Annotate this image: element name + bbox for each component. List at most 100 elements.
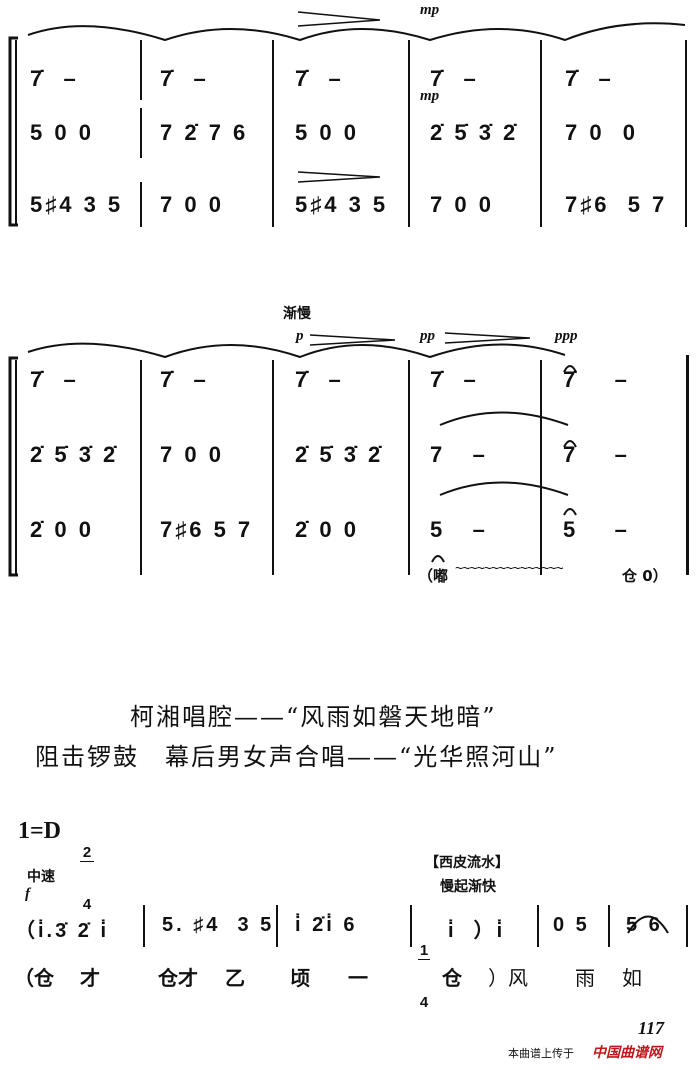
lyric: 仓才 xyxy=(158,966,198,990)
dynamic-mark: pp xyxy=(420,328,435,344)
trill-line: ~~~~~~~~~~~~~~~ xyxy=(455,560,564,576)
barline xyxy=(140,108,142,158)
measure: 7 0 0 xyxy=(565,120,639,145)
time-signature: 2 4 xyxy=(80,810,94,947)
barline xyxy=(410,905,412,947)
section-title: 柯湘唱腔——“风雨如磐天地暗” xyxy=(130,703,497,731)
system-bracket xyxy=(8,36,18,227)
measure: （i̇.3̇ 2̇ i̇ xyxy=(15,920,110,942)
final-barline xyxy=(686,355,689,575)
decrescendo-hairpin xyxy=(444,332,531,344)
barline xyxy=(15,40,17,225)
lyric: 才 xyxy=(80,966,100,990)
measure: 7̇ – xyxy=(30,367,79,392)
decrescendo-hairpin xyxy=(297,11,381,27)
time-bottom: 4 xyxy=(82,896,92,913)
lyric: 一 xyxy=(348,966,368,990)
system-bracket xyxy=(8,356,18,577)
barline xyxy=(272,40,274,227)
measure: 7̇ – xyxy=(160,367,209,392)
fermata-icon xyxy=(431,555,445,563)
measure: 2̇ 5̇ 3̇ 2̇ xyxy=(30,442,119,467)
measure: 2̇ 5̇ 3̇ 2̇ xyxy=(430,120,519,145)
lyric: 雨 xyxy=(575,966,595,990)
lyric: 仓 xyxy=(442,966,462,990)
measure: 7̇ – xyxy=(430,367,479,392)
measure: 7 – xyxy=(430,442,488,467)
tie-arc xyxy=(439,411,569,426)
decrescendo-hairpin xyxy=(297,171,381,183)
barline xyxy=(537,905,539,947)
measure: 7 0 0 xyxy=(160,442,224,467)
lyric: ）风 xyxy=(488,966,528,990)
measure: 2̇ 0 0 xyxy=(295,517,359,542)
percussion-close: 仓 0） xyxy=(622,567,668,585)
measure: 7̇ – xyxy=(565,66,614,91)
barline xyxy=(608,905,610,947)
measure: 0 5 xyxy=(553,914,590,936)
dynamic-mark: f xyxy=(25,886,30,902)
page-number: 117 xyxy=(638,1018,665,1038)
dynamic-mark: p xyxy=(296,328,304,344)
barline xyxy=(685,40,687,227)
tempo-marking: 慢起渐快 xyxy=(440,879,496,895)
measure: 5 0 0 xyxy=(295,120,359,145)
measure: 7 0 0 xyxy=(160,192,224,217)
time-top: 1 xyxy=(418,942,430,960)
measure: 7̇ – xyxy=(563,367,630,392)
measure: 7̇ – xyxy=(30,66,79,91)
measure: 7♯6 5 7 xyxy=(565,192,668,217)
slur-arc xyxy=(627,915,669,934)
measure: 7 0 0 xyxy=(430,192,494,217)
measure: 7̇ – xyxy=(160,66,209,91)
measure: i̇ 2̇i̇ 6 xyxy=(295,914,358,936)
barline xyxy=(276,905,278,947)
site-logo[interactable]: 中国曲谱网 xyxy=(592,1045,662,1061)
lyric: （仓 xyxy=(14,966,54,990)
barline xyxy=(540,40,542,227)
measure: 2̇ 5̇ 3̇ 2̇ xyxy=(295,442,384,467)
fermata-icon xyxy=(563,365,577,373)
section-subtitle: 阻击锣鼓 幕后男女声合唱——“光华照河山” xyxy=(35,743,558,771)
lyric: 如 xyxy=(622,966,642,990)
measure: i̇ ）i̇ xyxy=(448,920,506,942)
decrescendo-hairpin xyxy=(309,334,396,346)
measure: 7̇ – xyxy=(295,367,344,392)
measure: 5 – xyxy=(430,517,488,542)
barline xyxy=(140,360,142,575)
fermata-icon xyxy=(563,440,577,448)
key-signature: 1=D xyxy=(18,818,62,844)
time-signature-change: 1 4 xyxy=(418,908,430,1045)
measure: 7̇ – xyxy=(430,66,479,91)
percussion-open: （嘟 xyxy=(418,567,449,585)
barline xyxy=(686,905,688,947)
tie-arc xyxy=(27,342,566,359)
lyric: 乙 xyxy=(225,966,245,990)
footer-text: 本曲谱上传于 xyxy=(508,1047,574,1060)
barline xyxy=(140,40,142,100)
time-top: 2 xyxy=(80,844,94,862)
dynamic-mark: mp xyxy=(420,2,440,18)
tempo-marking: 中速 xyxy=(27,869,55,885)
measure: 7 2̇ 7 6 xyxy=(160,120,249,145)
barline xyxy=(272,360,274,575)
barline xyxy=(143,905,145,947)
measure: 5 – xyxy=(563,517,630,542)
measure: 5♯4 3 5 xyxy=(295,192,389,217)
lyric: 顷 xyxy=(290,966,310,990)
measure: 2̇ 0 0 xyxy=(30,517,94,542)
barline xyxy=(140,182,142,227)
tie-arc xyxy=(439,481,569,496)
dynamic-mark: ppp xyxy=(555,328,578,344)
banqiang-label: 【西皮流水】 xyxy=(425,855,509,871)
measure: 7 – xyxy=(563,442,630,467)
barline xyxy=(540,360,542,575)
barline xyxy=(408,360,410,575)
measure: 5♯4 3 5 xyxy=(30,192,124,217)
barline xyxy=(408,40,410,227)
tie-arc xyxy=(27,22,686,42)
dynamic-mark: mp xyxy=(420,88,440,104)
measure: 5 0 0 xyxy=(30,120,94,145)
measure: 7̇ – xyxy=(295,66,344,91)
